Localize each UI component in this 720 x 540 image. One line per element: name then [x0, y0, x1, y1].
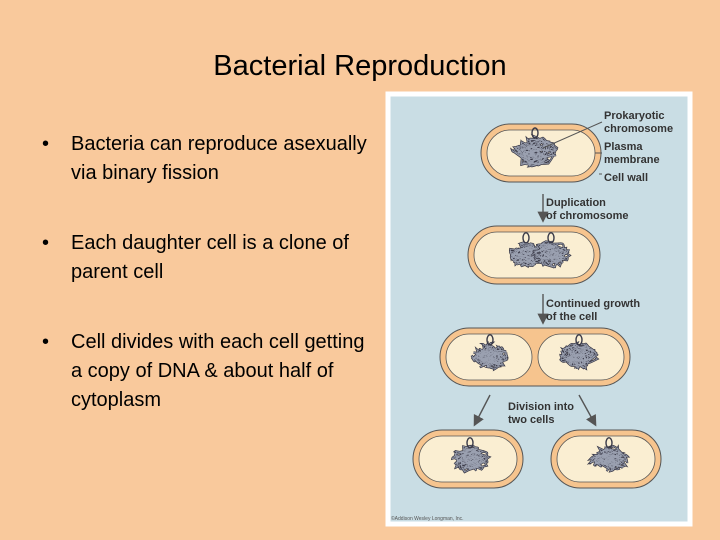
chromosome-strand	[471, 342, 508, 370]
duplicating-cell	[467, 225, 601, 285]
chromosome-strand	[589, 445, 629, 472]
arrow-division-right	[578, 394, 597, 427]
label-plasma-membrane: Plasma membrane	[604, 141, 660, 166]
label-cell-wall: Cell wall	[604, 172, 648, 184]
figure-credit: ©Addison Wesley Longman, Inc.	[391, 515, 464, 522]
elongating-cell	[439, 327, 631, 387]
chromosome-strand	[531, 241, 571, 268]
chromosome-strand	[560, 342, 599, 370]
chromosome-attachment	[531, 127, 539, 139]
chromosome-attachment	[522, 232, 530, 244]
daughter-cell-left	[412, 429, 524, 489]
label-continued-growth: Continued growth of the cell	[546, 298, 643, 323]
bullet-cell-divides: Cell divides with each cell getting a co…	[42, 328, 372, 415]
label-prokaryotic-chromosome: Prokaryotic chromosome	[604, 110, 673, 135]
chromosome-attachment	[486, 334, 494, 346]
binary-fission-figure: Prokaryotic chromosome Plasma membrane C…	[383, 90, 695, 528]
chromosome-attachment	[605, 437, 613, 449]
chromosome-icon	[450, 437, 492, 474]
chromosome-strand	[509, 242, 546, 267]
chromosome-icon	[508, 232, 548, 269]
chromosome-icon	[559, 334, 600, 371]
chromosome-icon	[586, 437, 631, 473]
chromosome-icon	[531, 232, 572, 269]
slide-title: Bacterial Reproduction	[213, 50, 507, 82]
chromosome-strand	[451, 445, 490, 473]
chromosome-strand	[511, 135, 558, 167]
chromosome-attachment	[466, 437, 474, 449]
bullet-clone: Each daughter cell is a clone of parent …	[42, 229, 372, 287]
chromosome-icon	[509, 127, 559, 168]
daughter-cell-right	[550, 429, 662, 489]
parent-cell	[480, 123, 602, 183]
bullet-binary-fission: Bacteria can reproduce asexually via bin…	[42, 130, 372, 188]
label-division: Division into two cells	[508, 401, 577, 426]
chromosome-attachment	[547, 232, 555, 244]
chromosome-icon	[470, 334, 509, 372]
arrow-division-left	[473, 394, 491, 427]
label-duplication: Duplication of chromosome	[546, 197, 629, 222]
pointer-prokaryotic-chromosome	[542, 121, 603, 149]
bullet-list: Bacteria can reproduce asexually via bin…	[42, 130, 372, 456]
chromosome-attachment	[575, 334, 583, 346]
